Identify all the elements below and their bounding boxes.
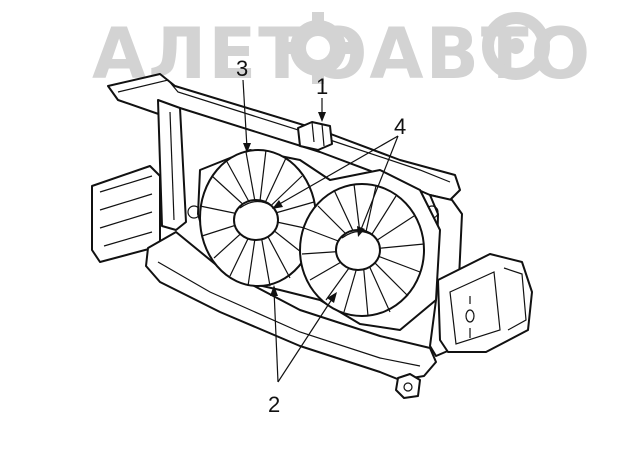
watermark-gear-icon	[282, 12, 354, 84]
fan-left-hub	[233, 199, 279, 241]
callout-2: 2	[268, 392, 280, 417]
watermark-ring-icon	[482, 12, 550, 80]
callout-3: 3	[236, 56, 248, 81]
fan-left	[199, 149, 317, 287]
watermark-logo: АЛЕТОАВТО	[92, 12, 590, 95]
callout-1: 1	[316, 74, 328, 99]
fan-right	[299, 183, 425, 317]
callout-4: 4	[394, 114, 406, 139]
wiring-connector	[297, 121, 333, 151]
leader-lines	[242, 79, 399, 383]
